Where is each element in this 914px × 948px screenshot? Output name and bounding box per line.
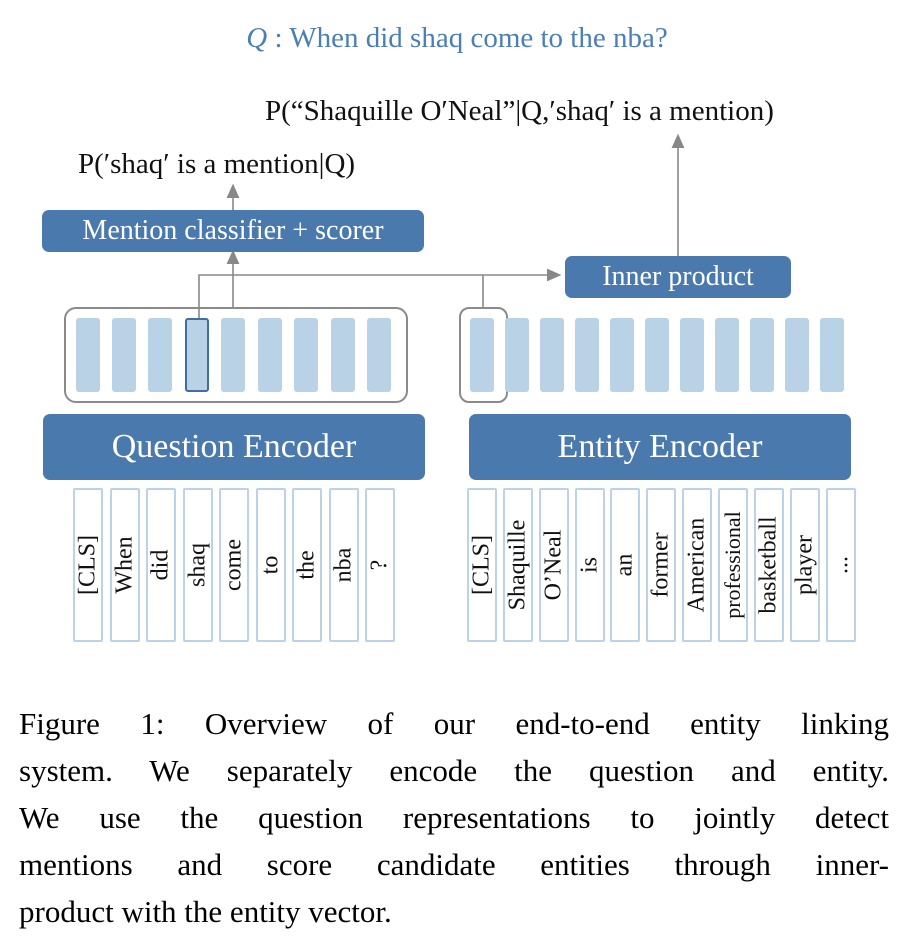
entity-embedding-token <box>540 318 564 392</box>
mention-classifier-label: Mention classifier + scorer <box>82 215 384 246</box>
entity-token-text: former <box>647 532 674 598</box>
entity-embedding-token-cls <box>470 318 494 392</box>
entity-embedding-token <box>575 318 599 392</box>
question-token: did <box>146 488 176 642</box>
entity-token-text: is <box>576 556 603 574</box>
question-token: shaq <box>183 488 213 642</box>
question-token: When <box>110 488 140 642</box>
inner-product-box: Inner product <box>565 256 791 298</box>
question-embedding-token <box>258 318 282 392</box>
entity-token: [CLS] <box>467 488 497 642</box>
entity-embedding-token <box>715 318 739 392</box>
question-token-text: [CLS] <box>74 535 101 595</box>
question-token: come <box>219 488 249 642</box>
entity-encoder-label: Entity Encoder <box>557 428 763 465</box>
entity-token-text: player <box>791 535 818 595</box>
entity-token: ... <box>826 488 856 642</box>
arrow-shaq-to-inner-product <box>198 268 562 318</box>
entity-token-text: ... <box>827 556 854 574</box>
entity-token: player <box>790 488 820 642</box>
question-token-text: When <box>111 536 138 594</box>
mention-probability-label: P(′shaq′ is a mention|Q) <box>78 148 356 180</box>
question-embedding-token <box>331 318 355 392</box>
question-token-text: did <box>147 549 174 581</box>
question-encoder-box: Question Encoder <box>43 414 425 480</box>
entity-token-text: basketball <box>755 516 782 614</box>
question-embedding-token <box>294 318 318 392</box>
question-token-text: nba <box>330 547 357 583</box>
entity-token-text: American <box>683 517 710 613</box>
question-token-text: the <box>293 550 320 580</box>
question-text: : When did shaq come to the nba? <box>267 22 668 54</box>
caption-line: We use the question representations to j… <box>19 800 889 835</box>
entity-token-text: professional <box>720 511 745 619</box>
entity-probability-label: P(“Shaquille O′Neal”|Q,′shaq′ is a menti… <box>265 95 774 127</box>
question-token: to <box>256 488 286 642</box>
entity-linking-diagram: Q : When did shaq come to the nba? P(“Sh… <box>0 22 914 642</box>
question-token: nba <box>329 488 359 642</box>
question-embedding-token <box>112 318 136 392</box>
entity-token: professional <box>718 488 748 642</box>
entity-token-text: O’Neal <box>540 529 567 601</box>
entity-token: an <box>610 488 640 642</box>
entity-token: is <box>575 488 605 642</box>
entity-embedding-token <box>645 318 669 392</box>
entity-token: basketball <box>754 488 784 642</box>
entity-token-text: [CLS] <box>468 535 495 595</box>
question-token-text: shaq <box>184 543 211 587</box>
question-token-text: come <box>220 539 247 591</box>
caption-line: Figure 1: Overview of our end-to-end ent… <box>19 706 889 741</box>
entity-embedding-token <box>610 318 634 392</box>
question-token: ? <box>365 488 395 642</box>
question-token-text: to <box>257 555 284 575</box>
question-embedding-token-shaq <box>185 318 209 392</box>
entity-token: O’Neal <box>539 488 569 642</box>
question-embedding-token <box>76 318 100 392</box>
mention-classifier-box: Mention classifier + scorer <box>42 210 424 252</box>
connector-lines <box>198 133 685 318</box>
entity-token: Shaquille <box>503 488 533 642</box>
entity-encoder-box: Entity Encoder <box>469 414 851 480</box>
question-label: Q <box>246 22 268 54</box>
entity-token-text: an <box>611 553 638 577</box>
entity-embedding-token <box>505 318 529 392</box>
entity-token: American <box>682 488 712 642</box>
caption-line: system. We separately encode the questio… <box>19 753 889 788</box>
question-encoder-label: Question Encoder <box>111 428 357 465</box>
question-embedding-token <box>367 318 391 392</box>
entity-embedding-token <box>785 318 809 392</box>
caption-line: product with the entity vector. <box>19 894 392 929</box>
inner-product-label: Inner product <box>602 261 754 292</box>
question-token: [CLS] <box>73 488 103 642</box>
question-token: the <box>292 488 322 642</box>
question-embedding-token <box>148 318 172 392</box>
entity-token: former <box>646 488 676 642</box>
figure-caption: Figure 1: Overview of our end-to-end ent… <box>19 700 889 935</box>
question-embedding-token <box>221 318 245 392</box>
question-line: Q : When did shaq come to the nba? <box>0 22 914 55</box>
entity-token-text: Shaquille <box>504 519 531 611</box>
question-token-text: ? <box>366 559 393 571</box>
question-embedding-outline <box>64 307 408 403</box>
caption-line: mentions and score candidate entities th… <box>19 847 889 882</box>
entity-embedding-token <box>680 318 704 392</box>
entity-embedding-token <box>820 318 844 392</box>
entity-embedding-token <box>750 318 774 392</box>
